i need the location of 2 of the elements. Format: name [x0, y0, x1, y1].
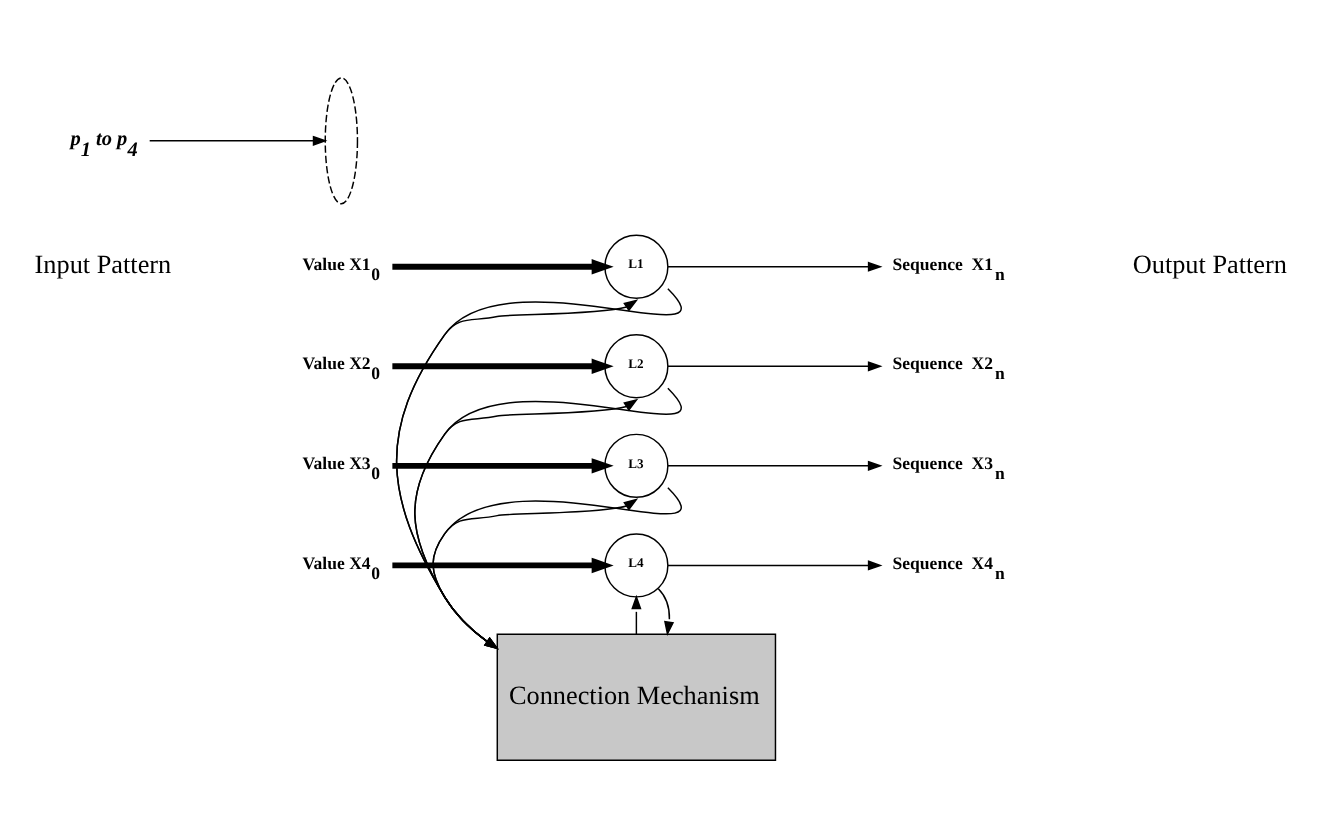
label: Input Pattern: [34, 249, 172, 280]
label: Output Pattern: [1132, 249, 1287, 280]
